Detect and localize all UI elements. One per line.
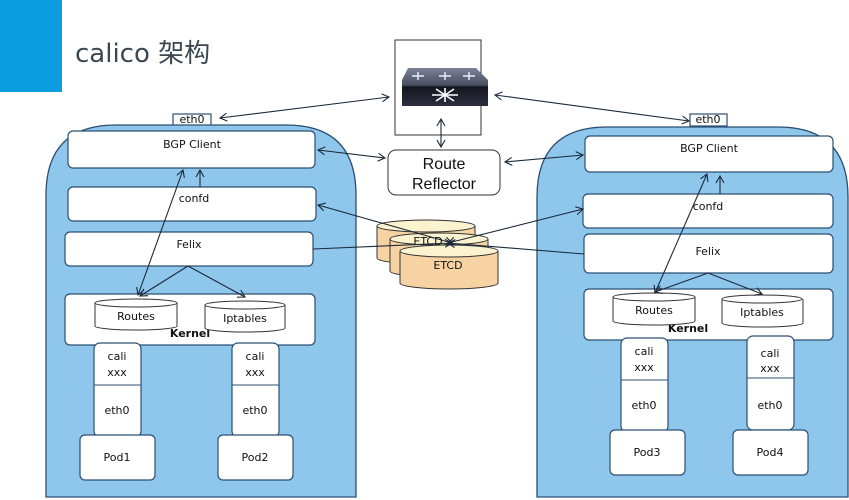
pod-3: cali xxx eth0 Pod3 [609, 337, 686, 476]
host-node-2: eth0 BGP Client confd Felix Kernel Route… [536, 113, 849, 498]
label: Pod3 [634, 446, 661, 459]
label: eth0 [631, 399, 656, 412]
label: xxx [107, 366, 127, 379]
pod-1: cali xxx eth0 Pod1 [79, 342, 156, 481]
pod-2: cali xxx eth0 Pod2 [217, 342, 294, 481]
label: Felix [176, 238, 202, 251]
route-reflector: Route Reflector [387, 149, 501, 196]
label: Pod2 [242, 451, 269, 464]
label: Felix [695, 245, 721, 258]
label: xxx [245, 366, 265, 379]
label: eth0 [695, 113, 720, 126]
network-switch-icon [402, 68, 488, 106]
label: cali [761, 347, 780, 360]
iptables: Iptables [721, 294, 804, 328]
etcd-cylinder: ETCD [399, 244, 499, 290]
host-node-1: eth0 BGP Client confd Felix Kernel Route… [45, 113, 357, 498]
label: Kernel [170, 327, 210, 340]
pod-4: cali xxx eth0 Pod4 [732, 335, 809, 476]
label: BGP Client [163, 138, 222, 151]
label: xxx [760, 362, 780, 375]
connections [218, 91, 691, 255]
label: eth0 [104, 404, 129, 417]
label: confd [179, 192, 210, 205]
bgp-client [67, 130, 316, 169]
bgp-client [584, 135, 834, 173]
label: Routes [635, 304, 673, 317]
label: confd [693, 200, 724, 213]
label: Pod4 [757, 446, 784, 459]
label: BGP Client [680, 142, 739, 155]
label: Iptables [223, 312, 267, 325]
label: cali [246, 350, 265, 363]
confd [67, 186, 317, 222]
iptables: Iptables [204, 300, 286, 333]
routes-table: Routes [94, 298, 178, 331]
label: eth0 [179, 113, 204, 126]
label: cali [108, 350, 127, 363]
label: cali [635, 345, 654, 358]
label: Routes [117, 310, 155, 323]
label: Pod1 [104, 451, 131, 464]
etcd-cluster: ETCD ETCD [376, 219, 499, 290]
accent-bar [0, 0, 62, 92]
label: Kernel [668, 322, 708, 335]
label: ETCD [433, 259, 462, 272]
label: Iptables [740, 306, 784, 319]
routes-table: Routes [612, 292, 696, 326]
label: eth0 [757, 399, 782, 412]
label: xxx [634, 361, 654, 374]
label: eth0 [242, 404, 267, 417]
label: Reflector [412, 176, 477, 193]
label: Route [423, 156, 466, 173]
page-title: calico 架构 [75, 39, 210, 69]
